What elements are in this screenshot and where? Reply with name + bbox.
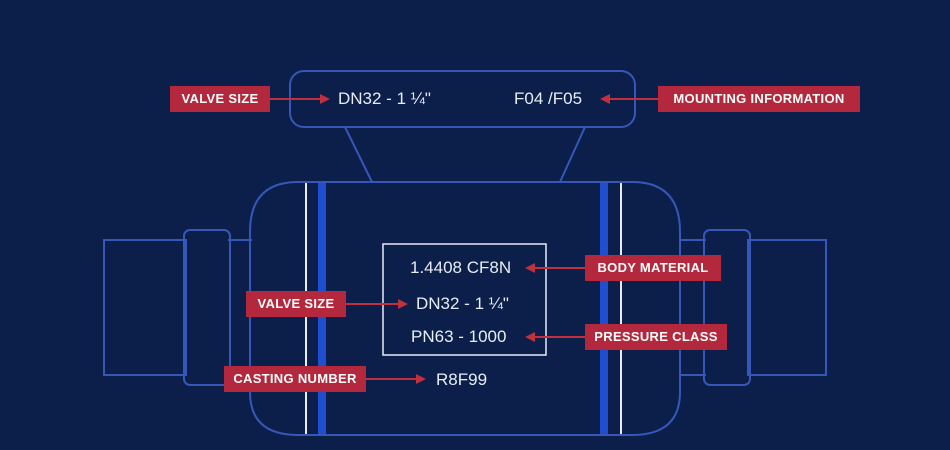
- pressure-class-label: PRESSURE CLASS: [585, 324, 727, 350]
- body-valve-size-value: DN32 - 1 ¼": [416, 294, 509, 313]
- body-material-value: 1.4408 CF8N: [410, 258, 512, 277]
- top-valve-size-label: VALVE SIZE: [170, 86, 270, 112]
- casting-number-value: R8F99: [436, 370, 488, 389]
- marking-box: [382, 243, 547, 356]
- neck-right: [559, 126, 586, 183]
- right-pipe-end: [747, 239, 827, 376]
- pressure-class-value: PN63 - 1000: [411, 327, 507, 346]
- mounting-information-label: MOUNTING INFORMATION: [658, 86, 860, 112]
- top-valve-size-value: DN32 - 1 ¼": [338, 89, 431, 108]
- left-pipe-end: [103, 239, 187, 376]
- valve-body: [249, 181, 681, 436]
- neck-left: [344, 126, 373, 183]
- left-nut: [183, 229, 231, 386]
- body-material-label: BODY MATERIAL: [585, 255, 721, 281]
- right-nut: [703, 229, 751, 386]
- mounting-information-value: F04 /F05: [514, 89, 583, 108]
- body-valve-size-label: VALVE SIZE: [246, 291, 346, 317]
- casting-number-label: CASTING NUMBER: [224, 366, 366, 392]
